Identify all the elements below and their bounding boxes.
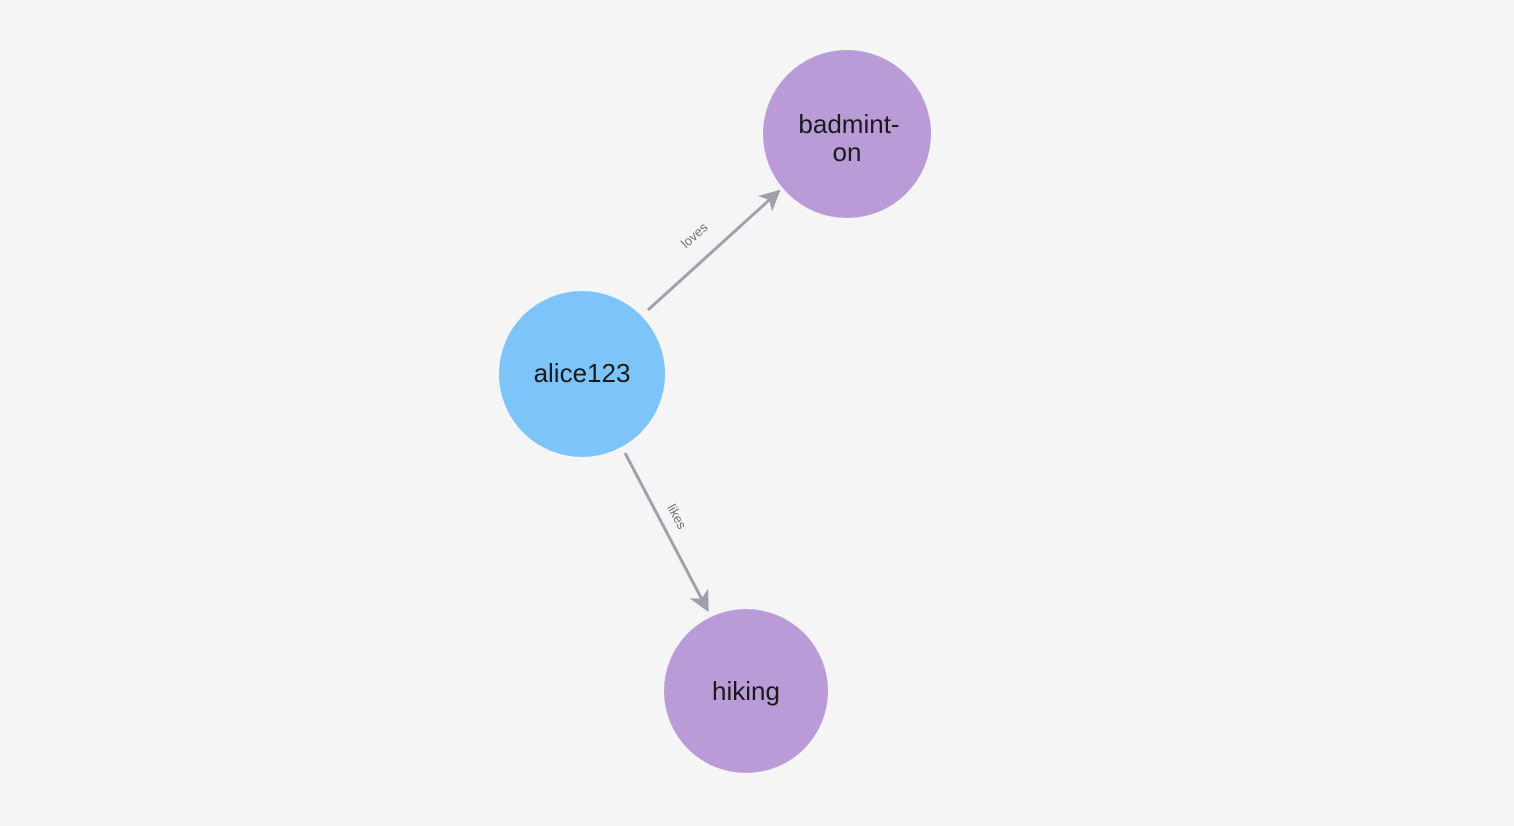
edge-alice123-loves-badminton[interactable]: loves bbox=[646, 189, 781, 312]
edge-line[interactable] bbox=[646, 189, 781, 312]
nodes-layer: alice123 badmint- on hiking bbox=[499, 50, 931, 773]
edge-label-likes: likes bbox=[664, 501, 690, 531]
edge-label-loves: loves bbox=[678, 219, 711, 251]
edge-line[interactable] bbox=[623, 452, 709, 613]
node-circle-badminton[interactable] bbox=[763, 50, 931, 218]
node-circle-alice123[interactable] bbox=[499, 291, 665, 457]
node-hiking[interactable]: hiking bbox=[664, 609, 828, 773]
node-circle-hiking[interactable] bbox=[664, 609, 828, 773]
node-badminton[interactable]: badmint- on bbox=[763, 50, 931, 218]
edge-alice123-likes-hiking[interactable]: likes bbox=[623, 452, 709, 613]
node-alice123[interactable]: alice123 bbox=[499, 291, 665, 457]
